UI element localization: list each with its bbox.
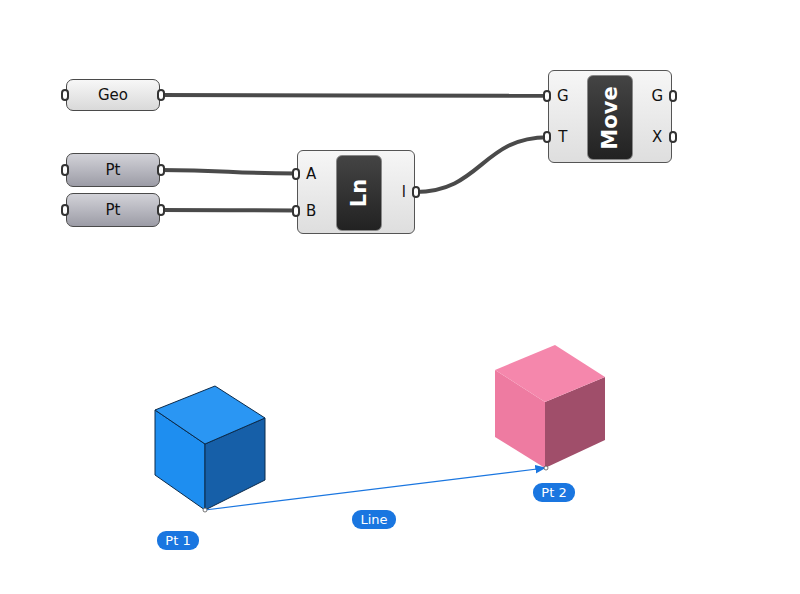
grip (157, 164, 165, 176)
output-port: G (651, 87, 663, 105)
input-port: B (306, 202, 316, 220)
parameter-box: Pt (66, 193, 160, 227)
grip (292, 168, 300, 180)
parameter-box: Pt (66, 153, 160, 187)
component-box: A B Ln l (297, 150, 415, 234)
grip (292, 205, 300, 217)
move-vector (205, 468, 545, 510)
grip (669, 131, 677, 143)
point-label: Pt 1 (165, 533, 190, 548)
input-port: A (306, 165, 316, 183)
grip (61, 204, 69, 216)
param-name: Pt (106, 161, 121, 179)
blue-cube (155, 386, 265, 510)
wire (415, 137, 548, 192)
point-marker (544, 466, 548, 470)
component-name: Ln (347, 179, 371, 207)
label-pill: Line (352, 510, 395, 529)
grip (157, 89, 165, 101)
wire (160, 93, 548, 98)
grip (61, 89, 69, 101)
output-port: l (402, 183, 406, 201)
label-pill: Pt 2 (533, 483, 574, 502)
grip (543, 131, 551, 143)
grip (61, 164, 69, 176)
param-name: Pt (106, 201, 121, 219)
pink-cube (495, 345, 605, 468)
component-box: G T Move G X (548, 70, 672, 163)
input-port: T (558, 128, 567, 146)
point-label: Line (360, 512, 387, 527)
point-label: Pt 2 (541, 485, 566, 500)
grip (157, 204, 165, 216)
wire (160, 208, 297, 213)
component-name: Move (598, 86, 622, 149)
label-pill: Pt 1 (157, 531, 198, 550)
output-port: X (652, 128, 662, 146)
grip (412, 186, 420, 198)
parameter-box: Geo (66, 79, 160, 111)
wire (160, 170, 297, 174)
input-port: G (557, 87, 569, 105)
grip (669, 90, 677, 102)
param-name: Geo (98, 86, 128, 104)
grip (543, 90, 551, 102)
point-marker (203, 508, 207, 512)
